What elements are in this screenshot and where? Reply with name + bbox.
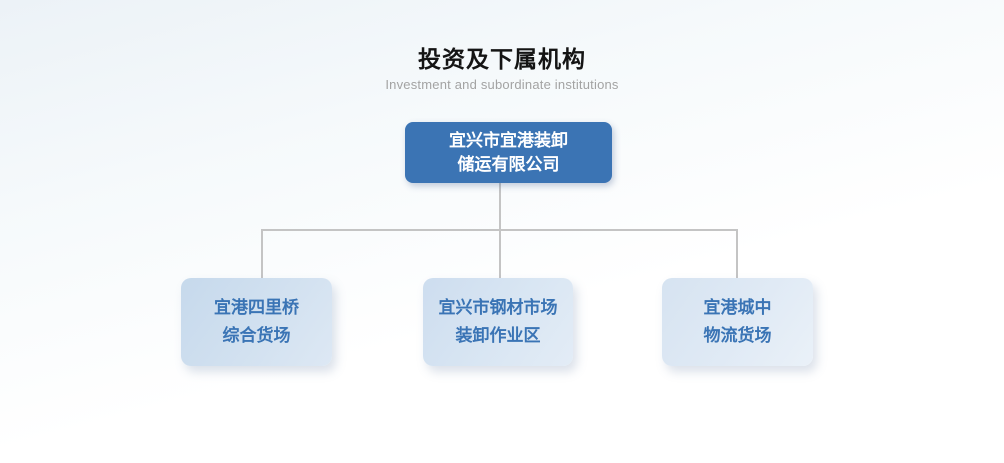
org-node-child-3: 宜港城中 物流货场 [662,278,813,366]
org-node-root: 宜兴市宜港装卸 储运有限公司 [405,122,612,183]
org-node-child-1-line1: 宜港四里桥 [214,298,299,317]
org-node-child-2-line2: 装卸作业区 [455,326,541,345]
page-subtitle: Investment and subordinate institutions [385,77,619,92]
org-node-child-3-line2: 物流货场 [703,326,772,345]
section-heading: 投资及下属机构 Investment and subordinate insti… [0,44,1004,93]
org-node-child-2: 宜兴市钢材市场 装卸作业区 [423,278,573,366]
org-node-child-3-line1: 宜港城中 [703,298,772,317]
page-title: 投资及下属机构 [418,46,586,72]
org-node-child-2-line1: 宜兴市钢材市场 [438,298,558,317]
org-node-child-1-line2: 综合货场 [222,326,291,345]
connector-vertical-right [736,229,738,278]
connector-vertical-left [261,229,263,278]
org-node-root-line1: 宜兴市宜港装卸 [449,130,568,150]
connector-horizontal [261,229,738,231]
org-node-child-1: 宜港四里桥 综合货场 [181,278,332,366]
org-node-root-line2: 储运有限公司 [457,154,560,174]
